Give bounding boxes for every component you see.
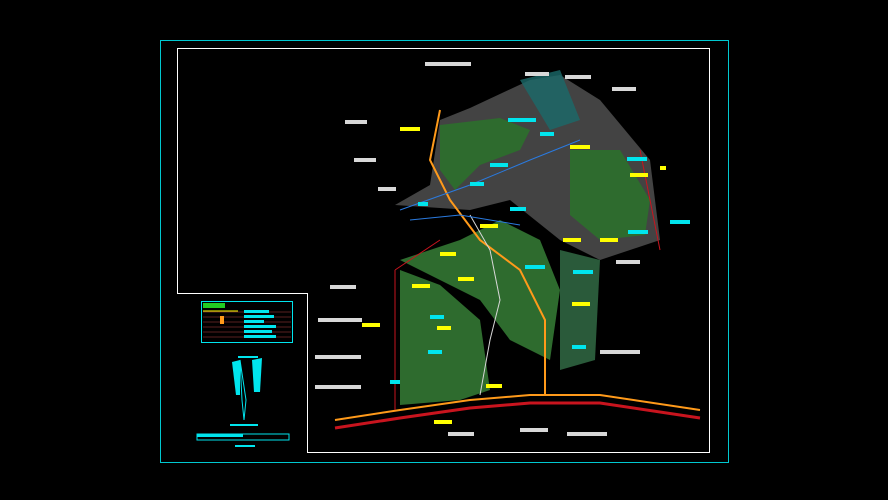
annotation-label bbox=[490, 163, 508, 167]
annotation-label bbox=[448, 432, 474, 436]
annotation-label bbox=[430, 315, 444, 319]
annotation-label bbox=[627, 157, 647, 161]
lots-east-strip bbox=[560, 250, 600, 370]
annotation-label bbox=[572, 345, 586, 349]
annotation-labels bbox=[315, 62, 690, 436]
site-plan bbox=[334, 70, 701, 430]
annotation-label bbox=[318, 318, 362, 322]
annotation-label bbox=[362, 323, 380, 327]
lots-east bbox=[570, 150, 650, 240]
annotation-label bbox=[412, 284, 430, 288]
annotation-label bbox=[378, 187, 396, 191]
annotation-label bbox=[616, 260, 640, 264]
annotation-label bbox=[434, 420, 452, 424]
terrain-right bbox=[520, 70, 580, 130]
annotation-label bbox=[428, 350, 442, 354]
legend-table bbox=[201, 301, 293, 343]
annotation-label bbox=[480, 224, 498, 228]
annotation-label bbox=[440, 252, 456, 256]
annotation-label bbox=[520, 428, 548, 432]
lots-north bbox=[440, 118, 530, 190]
annotation-label bbox=[540, 132, 554, 136]
inner-title-frame bbox=[177, 48, 710, 453]
collector-road bbox=[428, 109, 546, 395]
annotation-label bbox=[418, 202, 428, 206]
annotation-label bbox=[570, 145, 590, 149]
internal-road bbox=[469, 214, 501, 396]
annotation-label bbox=[315, 355, 361, 359]
annotation-label bbox=[510, 207, 526, 211]
annotation-label bbox=[400, 127, 420, 131]
annotation-label bbox=[628, 230, 648, 234]
annotation-label bbox=[345, 120, 367, 124]
annotation-label bbox=[600, 238, 618, 242]
annotation-label bbox=[390, 380, 400, 384]
annotation-label bbox=[354, 158, 376, 162]
annotation-label bbox=[486, 384, 502, 388]
drainage-lines bbox=[399, 139, 581, 226]
road-edge bbox=[334, 401, 701, 430]
annotation-label bbox=[600, 350, 640, 354]
outer-sheet-frame bbox=[160, 40, 729, 463]
annotation-label bbox=[525, 72, 549, 76]
annotation-label bbox=[563, 238, 581, 242]
annotation-label bbox=[508, 118, 536, 122]
annotation-label bbox=[670, 220, 690, 224]
graphic-scale bbox=[196, 424, 290, 447]
annotation-label bbox=[330, 285, 356, 289]
annotation-label bbox=[565, 75, 591, 79]
lots-southwest bbox=[400, 270, 490, 405]
annotation-label bbox=[572, 302, 590, 306]
annotation-label bbox=[573, 270, 593, 274]
boundary-line bbox=[394, 149, 661, 410]
annotation-label bbox=[425, 62, 471, 66]
annotation-label bbox=[660, 166, 666, 170]
annotation-label bbox=[567, 432, 607, 436]
annotation-label bbox=[437, 326, 451, 330]
annotation-label bbox=[470, 182, 484, 186]
annotation-label bbox=[315, 385, 361, 389]
main-road bbox=[334, 394, 701, 421]
annotation-label bbox=[612, 87, 636, 91]
key-map bbox=[232, 356, 262, 421]
annotation-label bbox=[525, 265, 545, 269]
annotation-label bbox=[458, 277, 474, 281]
annotation-label bbox=[630, 173, 648, 177]
